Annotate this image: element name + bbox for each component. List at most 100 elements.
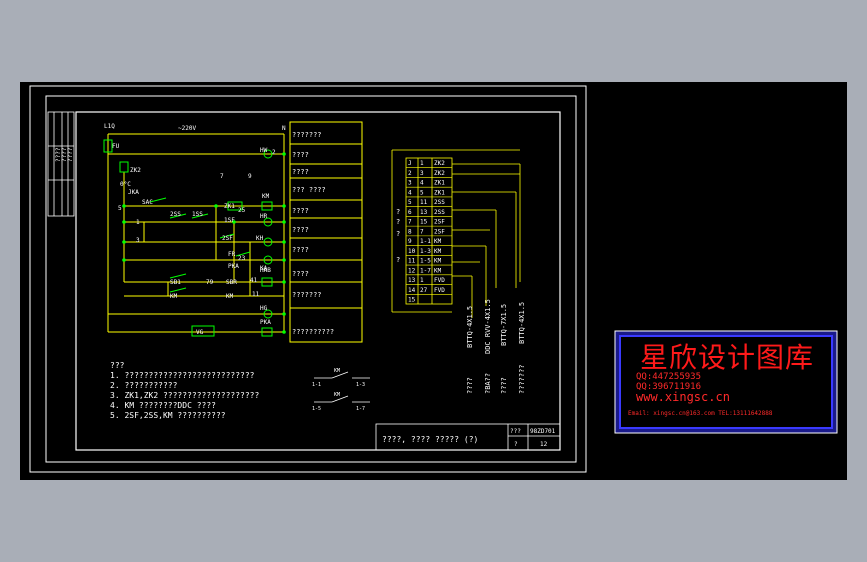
label-zk2: ZK2 xyxy=(130,167,141,174)
legend-row-4: ??? ???? xyxy=(292,186,326,194)
label-11: 11 xyxy=(252,291,260,298)
terminal-cell-b: FVD xyxy=(434,277,445,284)
terminal-cell-b: KM xyxy=(434,267,442,274)
terminal-cell-n: 11 xyxy=(408,258,416,265)
logo-email: Email: xingsc.cn@163.com TEL:13111642888 xyxy=(628,410,773,417)
legend-row-5: ???? xyxy=(292,207,309,215)
notes-item-4: 4. KM ????????DDC ???? xyxy=(110,401,216,410)
logo-frame xyxy=(614,330,838,434)
label-pka-2: PKA xyxy=(260,319,271,326)
label-fu: FU xyxy=(112,143,120,150)
terminal-cell-n: 2 xyxy=(408,170,412,177)
label-voltage: ~220V xyxy=(178,125,196,132)
logo-title: 星欣设计图库 xyxy=(640,341,815,374)
terminal-cell-b: 2SS xyxy=(434,209,445,216)
cable-label-2: ?BA?? xyxy=(484,373,492,394)
side-strip-text-1: ???? xyxy=(55,147,62,162)
label-n: N xyxy=(282,125,286,132)
terminal-cell-b: ZK2 xyxy=(434,170,445,177)
notes-item-5: 5. 2SF,2SS,KM ?????????? xyxy=(110,411,226,420)
terminal-cell-b: 2SF xyxy=(434,228,445,235)
terminal-cell-b: ZK2 xyxy=(434,160,445,167)
terminal-cell-a: 11 xyxy=(420,199,428,206)
switch-detail xyxy=(314,371,370,403)
logo-qq1: QQ:447255935 xyxy=(636,372,702,382)
tb-side-mark-3: ? xyxy=(396,230,400,238)
label-vg: VG xyxy=(196,329,204,336)
legend-row-2: ???? xyxy=(292,151,309,159)
label-hab: HAB xyxy=(260,267,271,274)
schematic-wires xyxy=(107,133,285,333)
terminal-cell-n: 13 xyxy=(408,277,416,284)
drawing-canvas[interactable]: ???? ???? ???? xyxy=(20,82,847,480)
terminal-cell-n: 3 xyxy=(408,180,412,187)
label-fr: FR xyxy=(228,251,236,258)
legend-row-9: ??????? xyxy=(292,291,322,299)
label-hw: HW xyxy=(260,147,268,154)
terminal-cell-b: KM xyxy=(434,248,442,255)
schematic-components xyxy=(103,139,273,337)
terminal-cell-a: 5 xyxy=(420,189,424,196)
label-2ss: 2SS xyxy=(170,211,181,218)
label-hg: HG xyxy=(260,305,268,312)
label-kh: KH xyxy=(256,235,264,242)
terminal-cell-a: 1 xyxy=(420,277,424,284)
cable-label-1: ???? xyxy=(466,377,474,394)
terminal-cell-b: KM xyxy=(434,238,442,245)
label-pka: PKA xyxy=(228,263,239,270)
schematic-nodes xyxy=(122,152,286,334)
label-1: 1 xyxy=(136,219,140,226)
terminal-cell-b: FVD xyxy=(434,287,445,294)
legend-table xyxy=(289,121,363,343)
switch-t2: 1-3 xyxy=(356,382,365,388)
cable-3: BTTQ-7X1.5 xyxy=(500,304,508,346)
side-strip-text-2: ???? xyxy=(61,147,68,162)
notes-item-1: 1. ??????????????????????????? xyxy=(110,371,255,380)
label-km: KM xyxy=(262,193,270,200)
terminal-cell-a: 7 xyxy=(420,228,424,235)
terminal-cell-a: 1-3 xyxy=(420,248,431,255)
terminal-cell-n: 6 xyxy=(408,209,412,216)
title-block-sheet: 12 xyxy=(540,441,548,448)
label-ka: KA xyxy=(260,265,268,272)
legend-row-1: ??????? xyxy=(292,131,322,139)
label-sac: SAC xyxy=(142,199,153,206)
title-block-code: 98ZD701 xyxy=(530,428,556,435)
logo-url: www.xingsc.cn xyxy=(636,390,730,404)
label-km-3: KM xyxy=(226,293,234,300)
label-9: 9 xyxy=(248,173,252,180)
terminal-cell-n: 9 xyxy=(408,238,412,245)
title-block-sheet-label: ? xyxy=(514,441,518,448)
terminal-cell-a: 15 xyxy=(420,219,428,226)
label-l1q: L1Q xyxy=(104,123,115,130)
label-zk2-temp: 0°C xyxy=(120,181,131,188)
label-sbr: SBR xyxy=(226,279,237,286)
logo-qq2: QQ:396711916 xyxy=(636,382,702,392)
terminal-cell-n: 14 xyxy=(408,287,416,294)
label-3: 3 xyxy=(136,237,140,244)
title-block-code-label: ??? xyxy=(510,428,521,435)
terminal-cell-n: 12 xyxy=(408,267,416,274)
tb-side-mark-1: ? xyxy=(396,208,400,216)
terminal-cell-a: 1 xyxy=(420,160,424,167)
switch-t3: 1-5 xyxy=(312,406,321,412)
label-1ss: 1SS xyxy=(192,211,203,218)
legend-row-10: ?????????? xyxy=(292,328,334,336)
label-km-2: KM xyxy=(170,293,178,300)
terminal-cell-b: KM xyxy=(434,258,442,265)
cable-2: DDC RVV-4X1.5 xyxy=(484,299,492,354)
cable-4: BTTQ-4X1.5 xyxy=(518,302,526,344)
terminal-cell-a: 27 xyxy=(420,287,428,294)
label-5: 5 xyxy=(118,205,122,212)
label-7: 7 xyxy=(220,173,224,180)
switch-t1: 1-1 xyxy=(312,382,321,388)
notes-heading: ??? xyxy=(110,361,125,370)
sheet-outer-border xyxy=(29,85,587,473)
terminal-cell-n: 15 xyxy=(408,297,416,304)
watermark-logo: 星欣设计图库 QQ:447255935 QQ:396711916 www.xin… xyxy=(614,330,838,434)
terminal-cell-a: 3 xyxy=(420,170,424,177)
tb-side-mark-4: ? xyxy=(396,256,400,264)
label-41: 41 xyxy=(250,277,258,284)
terminal-block xyxy=(391,149,521,318)
side-strip-text-3: ???? xyxy=(67,147,74,162)
